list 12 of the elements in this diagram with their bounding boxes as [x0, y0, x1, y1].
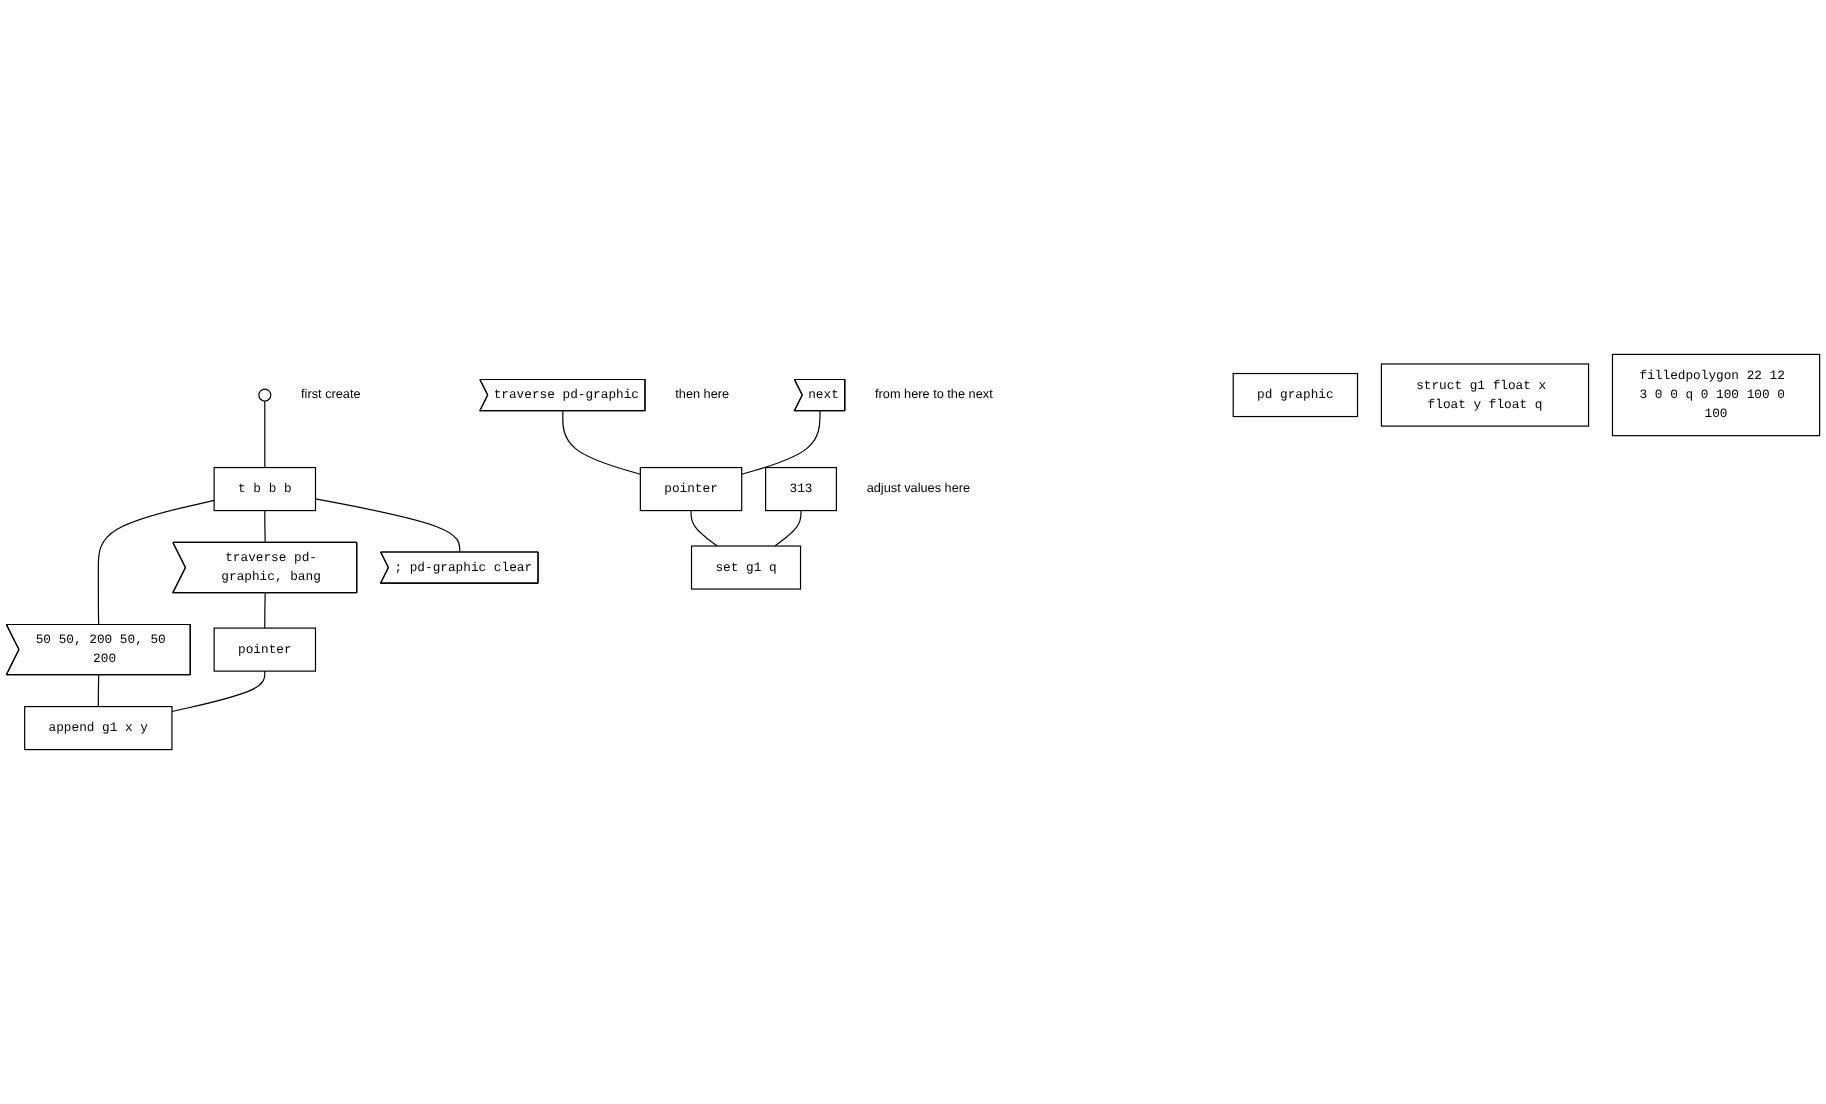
- connector: [774, 509, 802, 547]
- connector: [690, 509, 718, 547]
- connector: [314, 498, 461, 553]
- connector: [264, 592, 266, 629]
- connector: [97, 499, 215, 626]
- connector: [264, 400, 266, 469]
- connector: [264, 509, 266, 544]
- connector: [741, 410, 821, 475]
- node-circle: [258, 388, 272, 402]
- connector: [562, 410, 641, 475]
- connector: [171, 670, 266, 713]
- connector: [97, 674, 100, 708]
